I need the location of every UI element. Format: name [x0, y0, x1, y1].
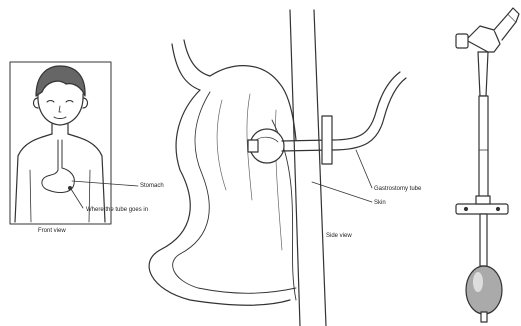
child-left-arm-line	[30, 170, 31, 222]
stomach-leader-line	[72, 181, 138, 186]
device-disk-hole-right	[497, 208, 500, 211]
child-right-eye	[66, 101, 73, 103]
device-neck	[478, 52, 488, 96]
tube-leader-line	[356, 150, 372, 188]
external-tubing-top	[332, 72, 400, 140]
stomach-label: Stomach	[140, 183, 164, 189]
gastrostomy-tube-label: Gastrostomy tube	[374, 186, 421, 192]
child-right-arm-line	[89, 170, 90, 222]
device-disk	[456, 204, 508, 214]
side-view-label: Side view	[326, 233, 352, 239]
front-stomach-shape	[42, 140, 74, 192]
tube-tip	[248, 140, 258, 152]
child-mouth	[54, 117, 66, 119]
external-bolster	[322, 116, 332, 164]
abdominal-wall-outer	[290, 10, 300, 326]
stomach-upper-wall	[210, 66, 296, 140]
esophagus-inner	[184, 40, 210, 76]
gastrostomy-device	[456, 8, 519, 322]
device-disk-hub	[476, 196, 490, 204]
child-left-eye	[47, 101, 54, 103]
stomach-fold-3	[275, 110, 282, 250]
front-view-label: Front view	[38, 228, 66, 234]
child-nose	[59, 106, 61, 112]
side-view-drawing	[149, 10, 406, 326]
front-view-frame	[10, 62, 111, 224]
device-tip	[481, 312, 487, 322]
device-side-port	[456, 34, 468, 48]
device-lower-shaft	[480, 214, 487, 266]
skin-label: Skin	[374, 200, 386, 206]
stomach-fold-1	[217, 100, 226, 190]
device-balloon-highlight	[473, 272, 483, 292]
device-disk-hole-left	[465, 208, 468, 211]
abdominal-wall-inner	[314, 10, 326, 326]
child-hair	[36, 66, 85, 96]
tube-site-leader-line	[71, 189, 83, 208]
child-right-ear	[83, 98, 88, 108]
device-balloon	[466, 266, 502, 314]
child-face	[38, 94, 83, 125]
device-shaft	[479, 96, 488, 200]
child-left-ear	[34, 98, 39, 108]
stomach-outer-wall	[149, 90, 290, 305]
child-left-shoulder	[15, 134, 52, 222]
where-tube-goes-in-label: Where the tube goes in	[86, 207, 148, 213]
front-view-panel	[10, 62, 111, 224]
